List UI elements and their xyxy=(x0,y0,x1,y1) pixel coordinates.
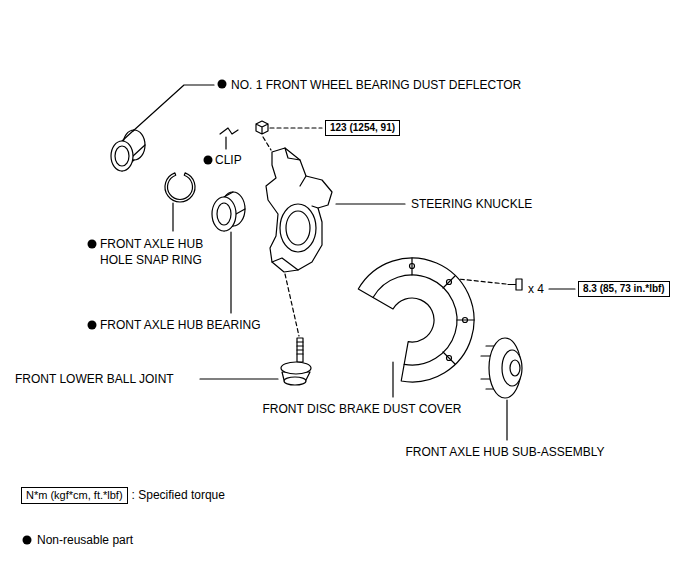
leader-line xyxy=(392,362,393,397)
bullet-dot xyxy=(204,156,213,165)
bullet-dot xyxy=(88,321,97,330)
part-label-box: FRONT LOWER BALL JOINT xyxy=(15,371,174,387)
part-label: CLIP xyxy=(215,153,242,167)
leader-line xyxy=(200,378,278,379)
part-label-box: x 4 xyxy=(528,281,544,297)
leader-line xyxy=(270,127,322,128)
leader-line xyxy=(506,400,507,440)
torque-box: 8.3 (85, 73 in.*lbf) xyxy=(578,281,670,297)
legend-dot xyxy=(23,536,32,545)
center-line xyxy=(263,137,271,150)
part-label: STEERING KNUCKLE xyxy=(411,197,532,211)
clip-symbol xyxy=(220,128,238,134)
leader-line xyxy=(336,203,405,204)
brake-dust-cover xyxy=(358,258,474,382)
dust-deflector xyxy=(111,130,145,171)
bullet-dot xyxy=(88,240,97,249)
part-label: FRONT AXLE HUB BEARING xyxy=(100,318,260,332)
nut-symbol xyxy=(256,121,268,134)
hub-bearing xyxy=(212,192,245,231)
leader-line xyxy=(549,288,575,289)
leader-line xyxy=(133,85,214,131)
ball-joint xyxy=(281,338,311,385)
torque-value: N*m (kgf*cm, ft.*lbf) xyxy=(26,489,123,502)
legend-entry: : Specified torque xyxy=(132,487,225,503)
leader-line xyxy=(225,137,226,149)
part-label-box: STEERING KNUCKLE xyxy=(411,196,532,212)
axle-hub xyxy=(481,338,522,398)
legend-text: Non-reusable part xyxy=(37,533,133,547)
torque-value: 123 (1254, 91) xyxy=(330,122,395,134)
steering-knuckle xyxy=(266,148,332,272)
part-label-box: CLIP xyxy=(215,152,242,168)
torque-box: 123 (1254, 91) xyxy=(325,120,400,136)
bullet-dots xyxy=(23,80,227,545)
center-line xyxy=(458,279,506,284)
leader-line xyxy=(230,232,231,313)
bolt-symbol xyxy=(508,279,522,290)
leader-line xyxy=(172,203,173,231)
part-label-box: NO. 1 FRONT WHEEL BEARING DUST DEFLECTOR xyxy=(231,77,521,93)
part-label: FRONT AXLE HUB HOLE SNAP RING xyxy=(100,237,203,267)
part-label: FRONT DISC BRAKE DUST COVER xyxy=(263,402,462,416)
part-label-box: FRONT AXLE HUB BEARING xyxy=(100,317,260,333)
part-label: FRONT LOWER BALL JOINT xyxy=(15,372,174,386)
part-label-box: FRONT DISC BRAKE DUST COVER xyxy=(263,401,462,417)
torque-value: 8.3 (85, 73 in.*lbf) xyxy=(583,283,665,295)
part-label-box: FRONT AXLE HUB HOLE SNAP RING xyxy=(100,236,220,268)
bullet-dot xyxy=(218,80,227,89)
snap-ring xyxy=(165,173,195,202)
legend-torque-box: N*m (kgf*cm, ft.*lbf) xyxy=(21,487,128,504)
center-line xyxy=(285,274,299,336)
legend-text: : Specified torque xyxy=(132,488,225,502)
part-label: x 4 xyxy=(528,282,544,296)
part-label: FRONT AXLE HUB SUB-ASSEMBLY xyxy=(406,445,605,459)
legend-entry: Non-reusable part xyxy=(37,532,133,548)
part-label-box: FRONT AXLE HUB SUB-ASSEMBLY xyxy=(406,444,605,460)
part-label: NO. 1 FRONT WHEEL BEARING DUST DEFLECTOR xyxy=(231,78,521,92)
